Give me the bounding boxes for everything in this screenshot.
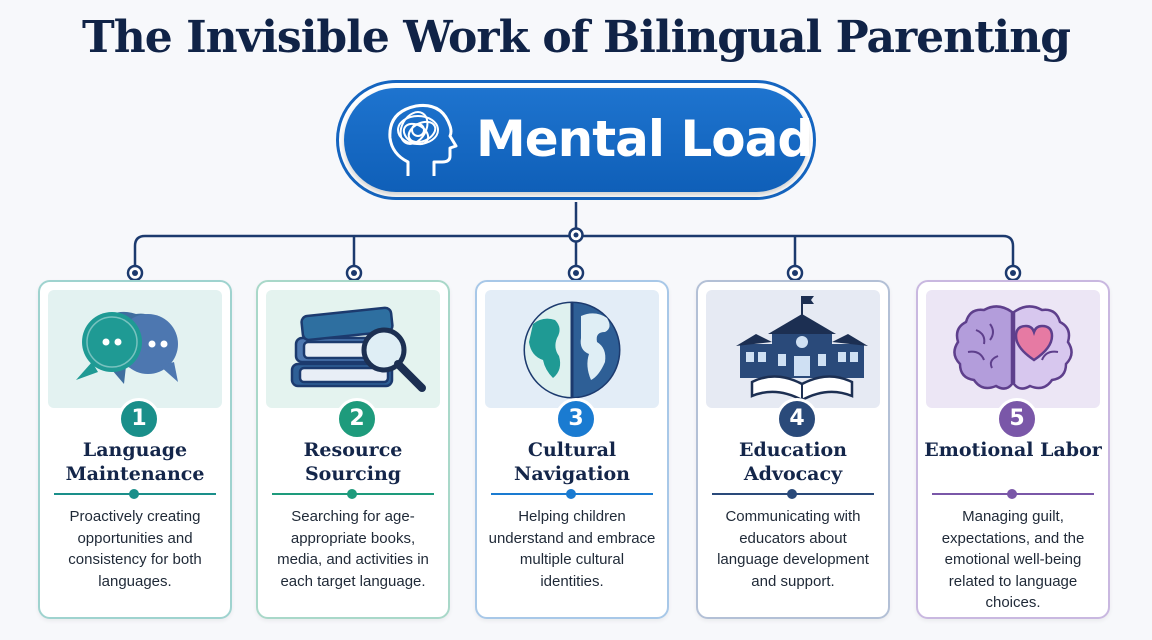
step-number-badge: 5 (996, 398, 1038, 440)
card-education-advocacy: 4 Education Advocacy Communicating with … (696, 280, 890, 619)
card-resource-sourcing: 2 Resource Sourcing Searching for age-ap… (256, 280, 450, 619)
card-title: Resource Sourcing (303, 439, 403, 485)
divider-dot (1007, 489, 1017, 499)
head-brain-icon (388, 103, 458, 176)
step-number-badge: 3 (555, 398, 597, 440)
card-emotional-labor: 5 Emotional Labor Managing guilt, expect… (916, 280, 1110, 619)
globe-icon (523, 301, 621, 399)
card-description: Helping children understand and embrace … (488, 508, 656, 590)
step-number-badge: 1 (118, 398, 160, 440)
card-description: Communicating with educators about langu… (717, 508, 869, 590)
mental-load-label: Mental Load (476, 110, 813, 168)
books-magnifier-icon (290, 306, 426, 392)
card-title: Emotional Labor (924, 439, 1102, 461)
speech-bubbles-icon (76, 311, 178, 384)
card-language-maintenance: 1 Language Maintenance Proactively creat… (38, 280, 232, 619)
divider-dot (129, 489, 139, 499)
card-cultural-navigation: 3 Cultural Navigation Helping children u… (475, 280, 669, 619)
step-number-badge: 4 (776, 398, 818, 440)
card-description: Searching for age-appropriate books, med… (277, 508, 429, 590)
step-number-badge: 2 (336, 398, 378, 440)
divider-dot (347, 489, 357, 499)
brain-heart-icon (953, 305, 1073, 390)
card-title: Education Advocacy (739, 439, 847, 485)
card-description: Managing guilt, expectations, and the em… (941, 508, 1085, 611)
page-title: The Invisible Work of Bilingual Parentin… (82, 12, 1071, 63)
card-title: Language Maintenance (65, 439, 205, 485)
card-title: Cultural Navigation (513, 439, 630, 485)
divider-dot (566, 489, 576, 499)
card-description: Proactively creating opportunities and c… (68, 508, 202, 590)
divider-dot (787, 489, 797, 499)
school-book-icon (736, 296, 868, 402)
